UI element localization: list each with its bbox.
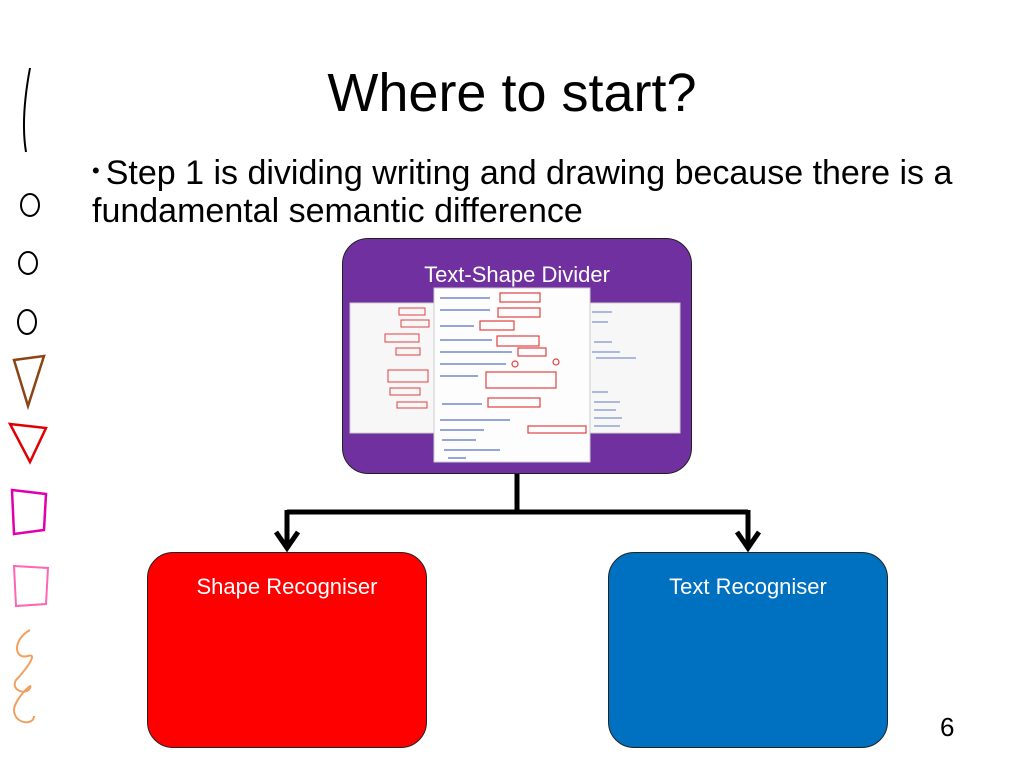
node-label: Text Recogniser: [669, 574, 827, 599]
sketch-strokes: [7, 67, 50, 724]
sketch-circle: [18, 251, 38, 275]
sketch-circle: [20, 193, 40, 217]
slide-title: Where to start?: [327, 63, 697, 123]
bullet-point: •Step 1 is dividing writing and drawing …: [92, 152, 962, 230]
sketch-triangle: [12, 354, 46, 411]
sketch-line: [22, 67, 31, 153]
bullet-dot: •: [92, 158, 100, 183]
node-label: Text-Shape Divider: [424, 262, 610, 287]
text-recogniser-node: Text Recogniser: [608, 552, 888, 748]
node-label: Shape Recogniser: [196, 574, 378, 599]
page-number: 6: [940, 712, 955, 742]
shape-recogniser-node: Shape Recogniser: [147, 552, 427, 748]
sketch-square: [12, 564, 50, 608]
bullet-text: Step 1 is dividing writing and drawing b…: [92, 154, 953, 230]
sketch-scribble: [12, 629, 35, 724]
sketch-square: [10, 488, 48, 536]
sketch-triangle: [7, 422, 48, 465]
sketch-circle: [17, 309, 37, 335]
